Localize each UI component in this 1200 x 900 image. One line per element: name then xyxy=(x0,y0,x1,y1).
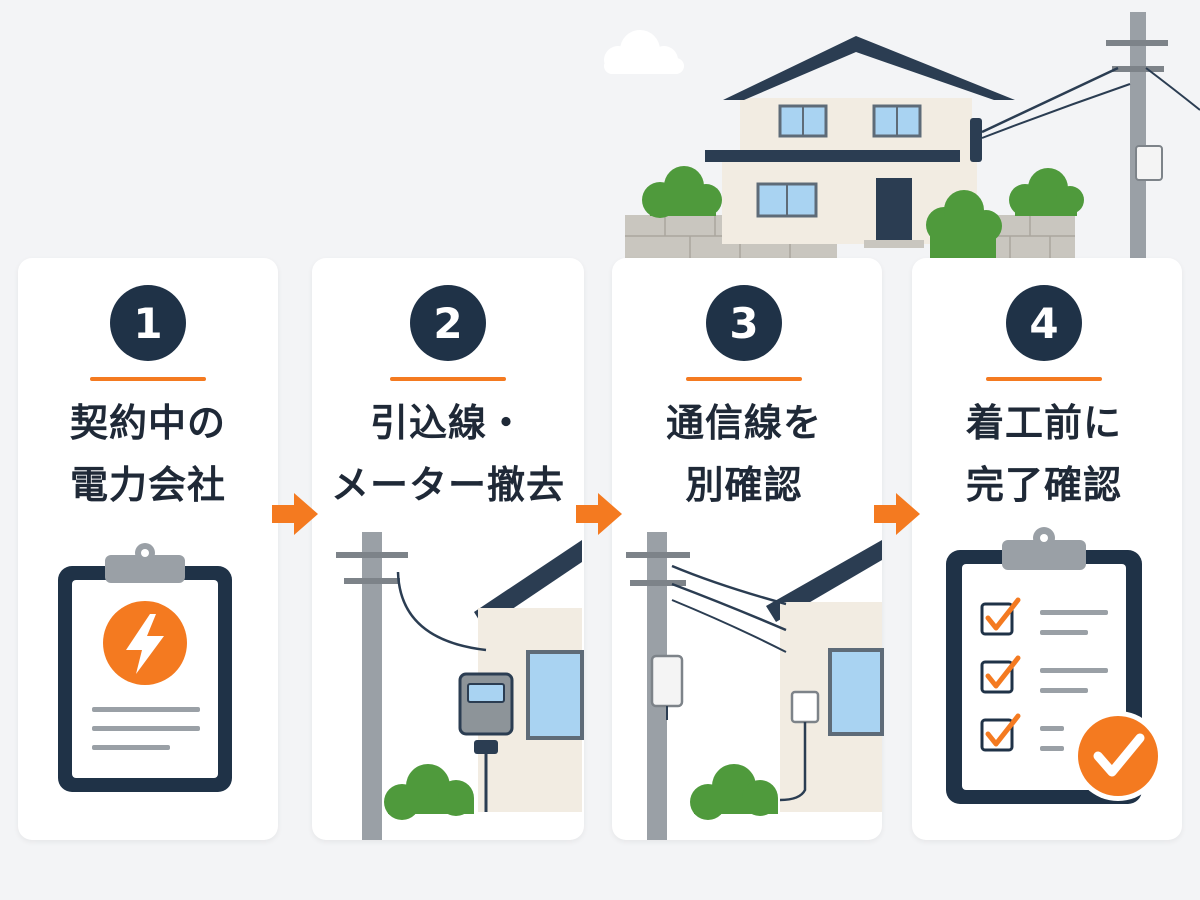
step-divider-4 xyxy=(986,377,1102,381)
step-title-2-line2: メーター撤去 xyxy=(330,463,565,507)
step-divider-1 xyxy=(90,377,206,381)
arrow-right-icon xyxy=(576,493,622,535)
step-number-badge-3: 3 xyxy=(706,285,782,361)
arrow-right-icon xyxy=(874,493,920,535)
step-title-3-line1: 通信線を xyxy=(665,401,822,445)
step-divider-3 xyxy=(686,377,802,381)
utility-pole xyxy=(981,12,1200,258)
step-divider-2 xyxy=(390,377,506,381)
bush-left xyxy=(642,166,722,218)
bush-front xyxy=(926,190,1002,258)
arrow-right-icon xyxy=(272,493,318,535)
step-title-3: 通信線を 別確認 xyxy=(614,392,874,516)
step-title-4: 着工前に 完了確認 xyxy=(914,392,1174,516)
step-number-badge-4: 4 xyxy=(1006,285,1082,361)
step-title-4-line2: 完了確認 xyxy=(965,463,1122,507)
step-title-2: 引込線・ メーター撤去 xyxy=(318,392,578,516)
step-title-2-line1: 引込線・ xyxy=(369,401,526,445)
step-title-4-line1: 着工前に xyxy=(965,401,1122,445)
house-scene-illustration xyxy=(604,12,1200,258)
step-number-badge-1: 1 xyxy=(110,285,186,361)
step-number-badge-2: 2 xyxy=(410,285,486,361)
step-title-3-line2: 別確認 xyxy=(685,463,803,507)
step-title-1-line1: 契約中の xyxy=(69,401,226,445)
bush-right xyxy=(1009,168,1084,216)
step-title-1: 契約中の 電力会社 xyxy=(18,392,278,516)
cloud-icon xyxy=(604,30,684,74)
step-title-1-line2: 電力会社 xyxy=(69,463,226,507)
